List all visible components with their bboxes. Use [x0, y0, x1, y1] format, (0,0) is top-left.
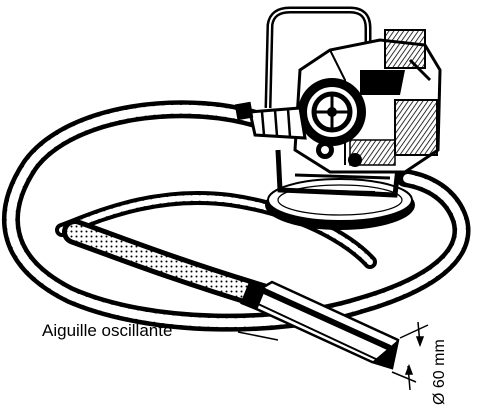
base-plate	[265, 178, 415, 230]
needle-label: Aiguille oscillante	[42, 321, 172, 340]
flywheel-cover	[298, 78, 366, 146]
flexible-hose	[2, 100, 471, 332]
needle-leader-line	[237, 331, 279, 341]
hose-inner-section	[55, 190, 377, 309]
hose-coupling	[234, 101, 307, 140]
vibrating-needle	[240, 280, 400, 370]
diameter-label: Ø 60 mm	[431, 339, 448, 405]
diameter-dimension	[391, 321, 429, 391]
